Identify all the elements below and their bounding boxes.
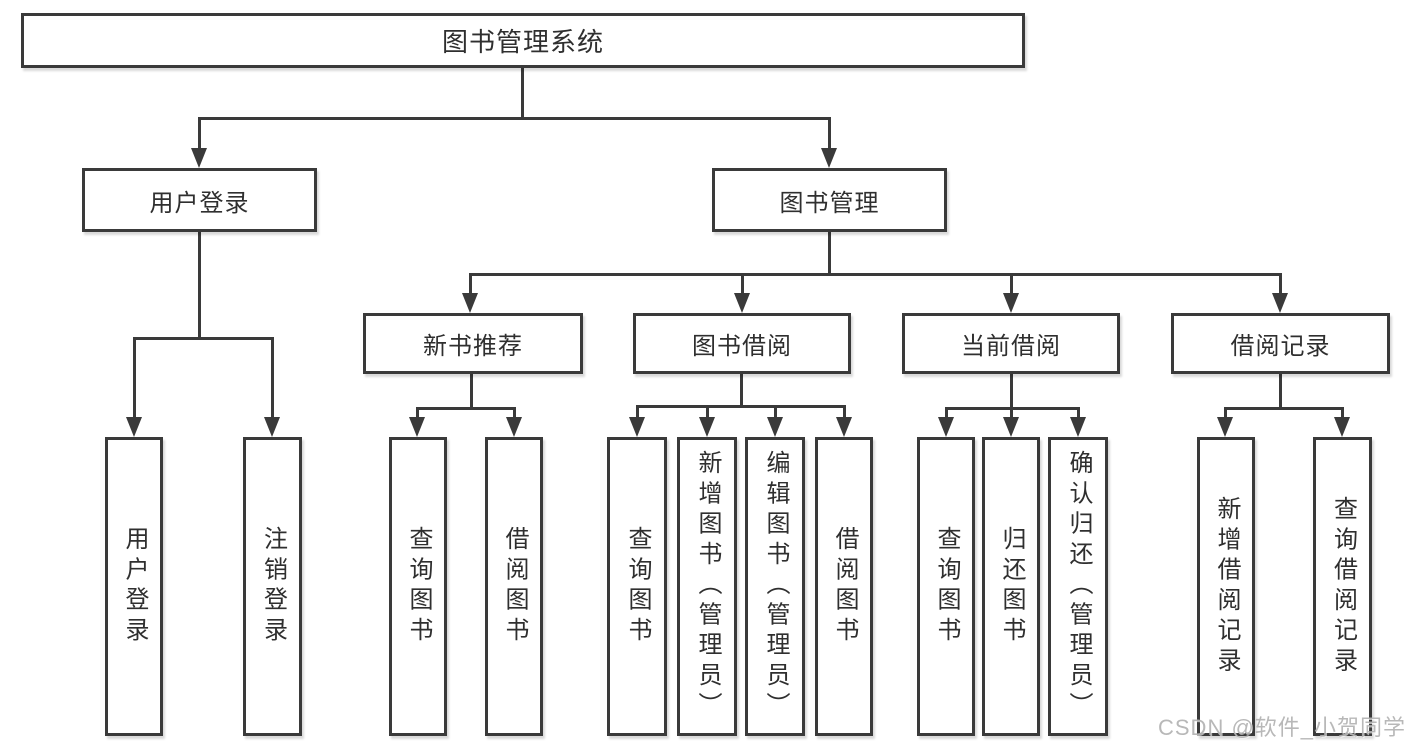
connector-drop-current-borrow	[1010, 273, 1013, 297]
connector-book-borrow-trunk	[740, 374, 743, 408]
arrow-down-icon	[1070, 417, 1086, 437]
connector-drop-leaf	[636, 405, 639, 419]
arrow-down-icon	[1003, 417, 1019, 437]
leaf-borrow-books-recommend: 借阅图书	[485, 437, 543, 736]
connector-user-login-branch	[133, 337, 274, 340]
leaf-user-login: 用户登录	[105, 437, 163, 736]
arrow-down-icon	[1334, 417, 1350, 437]
connector-drop-user-login	[198, 117, 201, 151]
connector-drop-leaf	[133, 337, 136, 419]
connector-borrow-records-trunk	[1279, 374, 1282, 410]
arrow-down-icon	[836, 417, 852, 437]
connector-drop-leaf	[271, 337, 274, 419]
leaf-label: 用户登录	[121, 526, 148, 647]
leaf-label: 确认归还（管理员）	[1065, 450, 1092, 723]
connector-drop-new-book	[469, 273, 472, 297]
node-book-borrow: 图书借阅	[633, 313, 851, 374]
connector-drop-leaf	[1010, 407, 1013, 419]
connector-new-book-branch	[416, 407, 516, 410]
arrow-down-icon	[699, 417, 715, 437]
connector-book-mgmt-trunk	[828, 232, 831, 276]
leaf-add-borrow-record: 新增借阅记录	[1197, 437, 1255, 736]
leaf-label: 新增图书（管理员）	[694, 450, 721, 723]
leaf-label: 查询图书	[405, 526, 432, 647]
leaf-label: 新增借阅记录	[1213, 495, 1240, 678]
arrow-down-icon	[506, 417, 522, 437]
leaf-query-books-borrow: 查询图书	[607, 437, 667, 736]
leaf-label: 注销登录	[259, 526, 287, 647]
connector-user-login-trunk	[198, 232, 201, 340]
connector-drop-book-mgmt	[828, 117, 831, 151]
arrow-down-icon	[821, 148, 837, 168]
arrow-down-icon	[1272, 293, 1288, 313]
arrow-down-icon	[126, 417, 142, 437]
node-book-mgmt-label: 图书管理	[779, 189, 880, 217]
node-user-login-label: 用户登录	[149, 189, 250, 217]
connector-drop-borrow-records	[1279, 273, 1282, 297]
node-book-mgmt: 图书管理	[712, 168, 947, 232]
leaf-query-books-recommend: 查询图书	[389, 437, 447, 736]
leaf-confirm-return-admin: 确认归还（管理员）	[1048, 437, 1108, 736]
leaf-add-books-admin: 新增图书（管理员）	[677, 437, 737, 736]
leaf-label: 归还图书	[998, 526, 1025, 647]
leaf-return-books: 归还图书	[982, 437, 1040, 736]
connector-book-borrow-branch	[636, 405, 845, 408]
connector-drop-leaf	[1077, 407, 1080, 419]
connector-level3-branch	[469, 273, 1282, 276]
connector-current-borrow-trunk	[1010, 374, 1013, 410]
arrow-down-icon	[1003, 293, 1019, 313]
leaf-label: 查询图书	[933, 526, 960, 647]
arrow-down-icon	[1217, 417, 1233, 437]
connector-drop-leaf	[945, 407, 948, 419]
connector-drop-leaf	[706, 405, 709, 419]
node-current-borrow-label: 当前借阅	[961, 333, 1061, 360]
arrow-down-icon	[264, 417, 280, 437]
connector-drop-book-borrow	[741, 273, 744, 297]
connector-drop-leaf	[513, 407, 516, 419]
leaf-label: 查询借阅记录	[1329, 495, 1357, 678]
connector-borrow-records-branch	[1224, 407, 1343, 410]
arrow-down-icon	[409, 417, 425, 437]
arrow-down-icon	[938, 417, 954, 437]
arrow-down-icon	[767, 417, 783, 437]
leaf-query-books-current: 查询图书	[917, 437, 975, 736]
leaf-label: 借阅图书	[501, 526, 528, 647]
leaf-label: 编辑图书（管理员）	[762, 450, 789, 723]
leaf-label: 查询图书	[624, 526, 651, 647]
leaf-edit-books-admin: 编辑图书（管理员）	[745, 437, 805, 736]
node-new-book-recommend: 新书推荐	[363, 313, 583, 374]
node-current-borrow: 当前借阅	[902, 313, 1120, 374]
leaf-label: 借阅图书	[831, 526, 858, 647]
node-user-login: 用户登录	[82, 168, 317, 232]
connector-drop-leaf	[843, 405, 846, 419]
csdn-watermark: CSDN @软件_小贺同学	[1158, 715, 1405, 740]
connector-new-book-trunk	[470, 374, 473, 410]
node-new-book-label: 新书推荐	[423, 333, 523, 360]
connector-drop-leaf	[1224, 407, 1227, 419]
arrow-down-icon	[191, 148, 207, 168]
node-borrow-records: 借阅记录	[1171, 313, 1390, 374]
arrow-down-icon	[462, 293, 478, 313]
arrow-down-icon	[629, 417, 645, 437]
node-root: 图书管理系统	[21, 13, 1025, 68]
connector-drop-leaf	[1341, 407, 1344, 419]
arrow-down-icon	[734, 293, 750, 313]
node-borrow-records-label: 借阅记录	[1230, 333, 1331, 360]
connector-drop-leaf	[774, 405, 777, 419]
node-root-label: 图书管理系统	[441, 27, 604, 57]
node-book-borrow-label: 图书借阅	[692, 333, 792, 360]
leaf-logout-login: 注销登录	[243, 437, 302, 736]
connector-level1-branch	[198, 117, 831, 120]
connector-root-trunk	[521, 66, 524, 120]
leaf-query-borrow-record: 查询借阅记录	[1313, 437, 1372, 736]
leaf-borrow-books: 借阅图书	[815, 437, 873, 736]
connector-drop-leaf	[416, 407, 419, 419]
